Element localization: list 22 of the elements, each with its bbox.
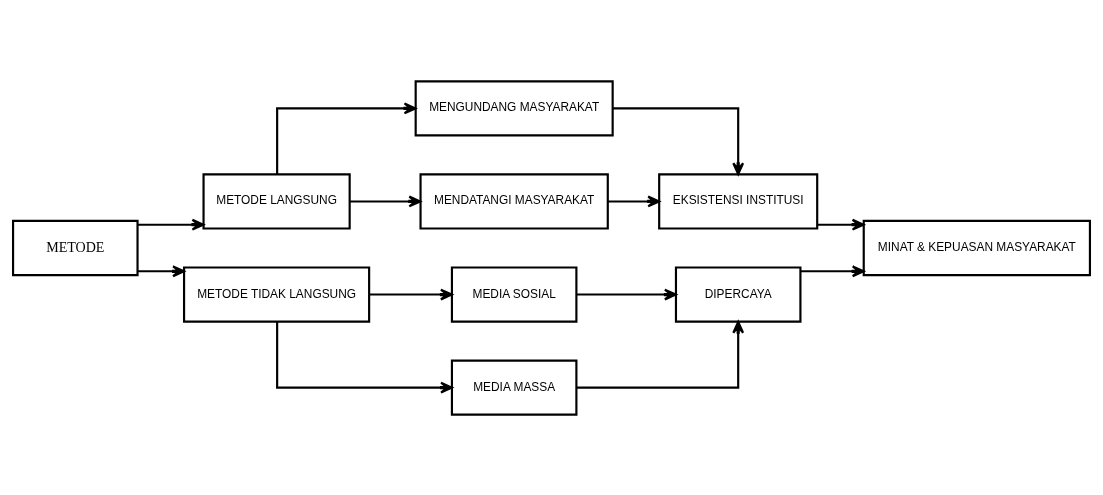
arrow	[137, 264, 185, 277]
arrow	[369, 288, 453, 300]
node-box: MENDATANGI MASYARAKAT	[419, 172, 609, 230]
node-box: MINAT & KEPUASAN MASYARAKAT	[862, 219, 1091, 276]
node-box: MEDIA MASSA	[450, 359, 578, 416]
arrow	[576, 288, 677, 300]
node-box: DIPERCAYA	[674, 265, 802, 323]
arrow	[137, 218, 205, 231]
arrow	[800, 264, 865, 277]
arrow	[607, 195, 661, 207]
node-box: METODE TIDAK LANGSUNG	[183, 265, 371, 323]
node-box: MENGUNDANG MASYARAKAT	[414, 79, 614, 136]
arrow	[349, 195, 422, 207]
arrow	[276, 321, 453, 394]
node-box: MEDIA SOSIAL	[450, 265, 578, 323]
arrow	[276, 101, 417, 174]
arrow	[817, 218, 865, 231]
node-box: EKSISTENSI INSTITUSI	[658, 172, 819, 230]
node-box: METODE LANGSUNG	[202, 172, 351, 230]
node-box: METODE	[12, 219, 139, 276]
arrow	[576, 320, 745, 389]
arrow	[612, 106, 745, 175]
